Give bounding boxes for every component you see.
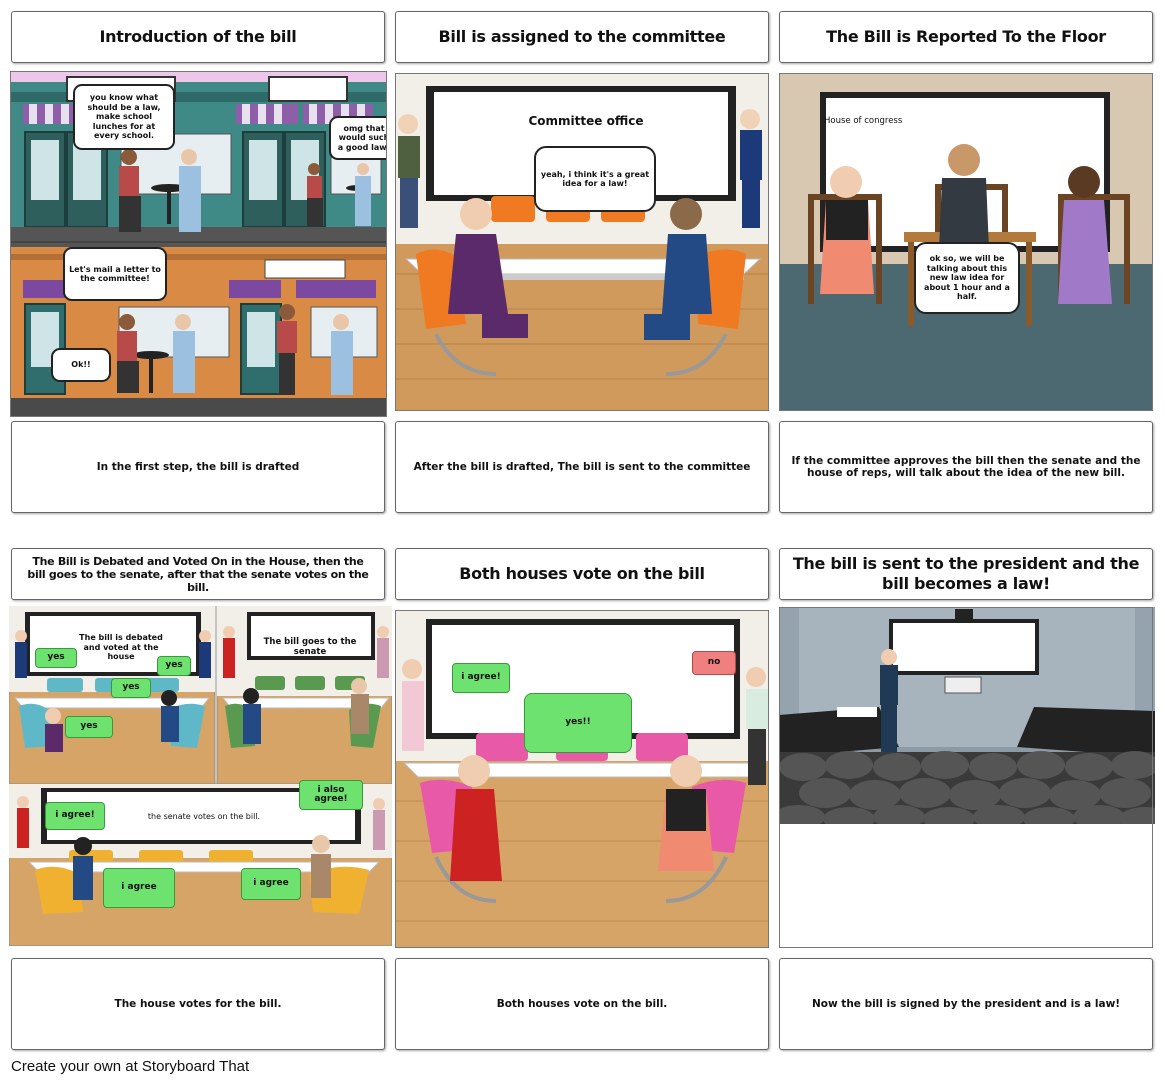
- scene-5-image: i agree! no yes!!: [395, 610, 769, 948]
- scene-3-sign: House of congress: [824, 116, 903, 126]
- scene-1-bubble-d: Ok!!: [51, 348, 111, 382]
- scene-4-sign-b: The bill goes to the senate: [263, 637, 357, 657]
- scene-4-yes-1: yes: [35, 648, 77, 668]
- scene-1-bubble-c: Let's mail a letter to the committee!: [63, 247, 167, 301]
- cell-6-description: Now the bill is signed by the president …: [779, 958, 1153, 1050]
- scene-6-image: [779, 607, 1155, 824]
- cell-5-title: Both houses vote on the bill: [395, 548, 769, 600]
- cell-4-title: The Bill is Debated and Voted On in the …: [11, 548, 385, 600]
- scene-2-bubble: yeah, i think it's a great idea for a la…: [534, 146, 656, 212]
- scene-5-agree: i agree!: [452, 663, 510, 693]
- scene-1-image: you know what should be a law, make scho…: [10, 71, 387, 417]
- scene-5-yes: yes!!: [524, 693, 632, 753]
- cell-4-description: The house votes for the bill.: [11, 958, 385, 1050]
- cell-5-description: Both houses vote on the bill.: [395, 958, 769, 1050]
- cell-2-title: Bill is assigned to the committee: [395, 11, 769, 63]
- cell-6-title: The bill is sent to the president and th…: [779, 548, 1153, 600]
- scene-4-agree-3: i agree: [241, 868, 301, 900]
- scene-4-sign-a: The bill is debated and voted at the hou…: [79, 633, 163, 661]
- footer-storyboard-link[interactable]: Create your own at Storyboard That: [11, 1058, 250, 1075]
- scene-4-yes-4: yes: [65, 716, 113, 738]
- cell-1-title: Introduction of the bill: [11, 11, 385, 63]
- cell-2-description: After the bill is drafted, The bill is s…: [395, 421, 769, 513]
- scene-4-agree-2: i agree: [103, 868, 175, 908]
- scene-2-image: Committee office yeah, i think it's a gr…: [395, 73, 769, 411]
- scene-4-agree-1: i agree!: [45, 802, 105, 830]
- scene-4-yes-3: yes: [111, 678, 151, 698]
- scene-4-also-agree: i also agree!: [299, 780, 363, 810]
- cell-3-description: If the committee approves the bill then …: [779, 421, 1153, 513]
- scene-5-no: no: [692, 651, 736, 675]
- scene-4-sign-c: the senate votes on the bill.: [147, 812, 261, 821]
- scene-3-bubble: ok so, we will be talking about this new…: [914, 242, 1020, 314]
- cell-3-title: The Bill is Reported To the Floor: [779, 11, 1153, 63]
- scene-4-image: The bill is debated and voted at the hou…: [9, 606, 392, 946]
- scene-3-image: House of congress ok so, we will be talk…: [779, 73, 1153, 411]
- scene-2-sign: Committee office: [528, 114, 644, 128]
- scene-4-yes-2: yes: [157, 656, 191, 676]
- cell-1-description: In the first step, the bill is drafted: [11, 421, 385, 513]
- scene-1-bubble-b: omg that would such a good law!: [329, 116, 386, 160]
- scene-1-bubble-a: you know what should be a law, make scho…: [73, 84, 175, 150]
- scene-6-blank-area: [779, 607, 1153, 948]
